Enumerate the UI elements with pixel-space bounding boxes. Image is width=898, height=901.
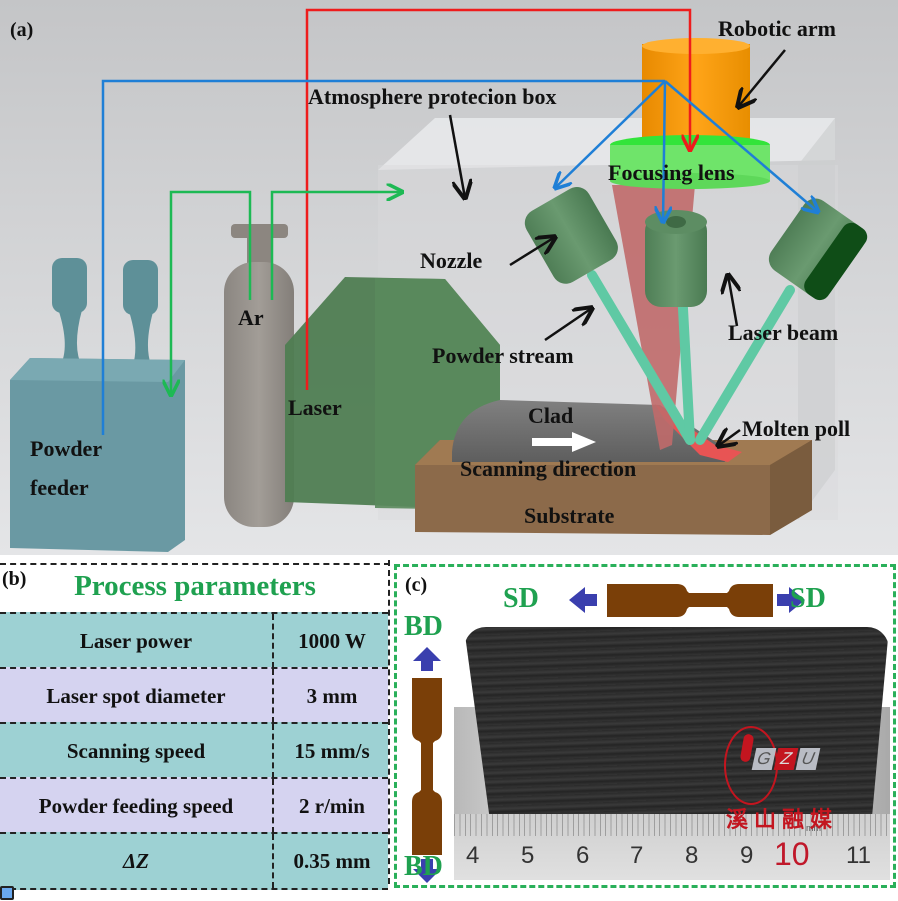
sd-label-left: SD bbox=[503, 583, 539, 614]
ruler-number: 4 bbox=[466, 842, 480, 869]
table-row: Powder feeding speed 2 r/min bbox=[0, 777, 388, 833]
robotic-arm bbox=[642, 38, 750, 149]
arrow-up-icon bbox=[413, 647, 441, 671]
watermark-letter: G bbox=[751, 748, 777, 770]
table-row: Laser spot diameter 3 mm bbox=[0, 667, 388, 723]
table-row: ΔZ 0.35 mm bbox=[0, 832, 388, 890]
param-name: Scanning speed bbox=[66, 738, 206, 763]
panel-b-letter: (b) bbox=[2, 568, 27, 590]
label-scanning-direction: Scanning direction bbox=[460, 456, 637, 481]
label-focusing-lens: Focusing lens bbox=[608, 160, 735, 185]
param-value: 3 mm bbox=[272, 669, 390, 723]
param-value: 0.35 mm bbox=[272, 834, 390, 888]
schematic-drawing bbox=[10, 8, 868, 552]
label-substrate: Substrate bbox=[524, 503, 615, 528]
powder-path-lines bbox=[101, 79, 818, 435]
table-row: Laser power 1000 W bbox=[0, 612, 388, 668]
ruler bbox=[454, 814, 890, 880]
watermark-logo: G Z U 溪山融媒 bbox=[724, 726, 844, 832]
table-title: Process parameters bbox=[74, 570, 316, 602]
panel-b-top-border bbox=[0, 563, 390, 565]
image-icon[interactable] bbox=[0, 886, 14, 900]
nozzle-center bbox=[645, 210, 707, 307]
bd-label-bottom: BD bbox=[404, 851, 443, 882]
nozzle-right bbox=[768, 198, 868, 301]
laser-path-line bbox=[305, 8, 690, 390]
deposited-block bbox=[464, 627, 889, 817]
param-name: Laser spot diameter bbox=[46, 683, 226, 708]
panel-c-specimen-photo: (c) SD SD BD BD 4 5 6 7 8 9 10 11 mm bbox=[394, 564, 896, 888]
ruler-number: 7 bbox=[630, 842, 644, 869]
watermark-chinese-text: 溪山融媒 bbox=[726, 807, 839, 832]
label-powder-stream: Powder stream bbox=[432, 343, 574, 368]
param-name: Powder feeding speed bbox=[38, 793, 234, 818]
watermark-letter: U bbox=[795, 748, 821, 770]
panel-a-schematic: (a) Robotic arm Atmosphere protecion box… bbox=[0, 0, 898, 555]
arrow-down-icon bbox=[413, 859, 441, 883]
label-powder-feeder-2: feeder bbox=[30, 475, 89, 500]
argon-bottle bbox=[224, 224, 294, 527]
ruler-number: 6 bbox=[576, 842, 590, 869]
gas-path-lines bbox=[171, 192, 402, 395]
powder-feeder bbox=[10, 258, 185, 552]
arrow-right-icon bbox=[777, 587, 805, 613]
label-protection-box: Atmosphere protecion box bbox=[308, 84, 557, 109]
label-nozzle: Nozzle bbox=[420, 248, 483, 273]
param-value: 15 mm/s bbox=[272, 724, 390, 778]
ruler-number: 5 bbox=[521, 842, 535, 869]
param-name: ΔZ bbox=[123, 848, 149, 873]
ruler-number: 10 bbox=[774, 836, 810, 872]
param-value: 1000 W bbox=[272, 614, 390, 668]
label-molten-pool: Molten poll bbox=[742, 416, 851, 441]
panel-a-letter: (a) bbox=[10, 19, 34, 41]
ruler-unit: mm bbox=[806, 823, 821, 833]
label-arrows bbox=[448, 49, 786, 446]
watermark-letter: Z bbox=[773, 748, 799, 770]
ruler-number: 9 bbox=[740, 842, 754, 869]
label-clad: Clad bbox=[528, 403, 574, 428]
bd-label-top: BD bbox=[404, 611, 443, 642]
arrow-left-icon bbox=[569, 587, 597, 613]
specimen-photograph: 4 5 6 7 8 9 10 11 mm G Z U 溪山融媒 bbox=[454, 622, 890, 880]
label-laser-beam: Laser beam bbox=[728, 320, 839, 345]
nozzle-left bbox=[524, 186, 618, 284]
label-robotic-arm: Robotic arm bbox=[718, 16, 836, 41]
param-name: Laser power bbox=[79, 628, 193, 653]
vertical-tensile-specimen bbox=[412, 647, 442, 883]
horizontal-tensile-specimen bbox=[569, 584, 805, 617]
powder-streams bbox=[587, 270, 795, 445]
ruler-number: 11 bbox=[846, 842, 871, 869]
label-ar: Ar bbox=[238, 305, 264, 330]
param-value: 2 r/min bbox=[272, 779, 390, 833]
label-laser: Laser bbox=[288, 395, 342, 420]
ruler-number: 8 bbox=[685, 842, 699, 869]
panel-b-right-border bbox=[388, 560, 390, 884]
scanning-direction-arrow bbox=[532, 432, 596, 452]
label-powder-feeder-1: Powder bbox=[30, 436, 103, 461]
sd-label-right: SD bbox=[790, 583, 826, 614]
table-row: Scanning speed 15 mm/s bbox=[0, 722, 388, 778]
panel-b-parameters-table: (b) Process parameters Laser power 1000 … bbox=[0, 560, 390, 890]
panel-c-letter: (c) bbox=[405, 574, 428, 596]
